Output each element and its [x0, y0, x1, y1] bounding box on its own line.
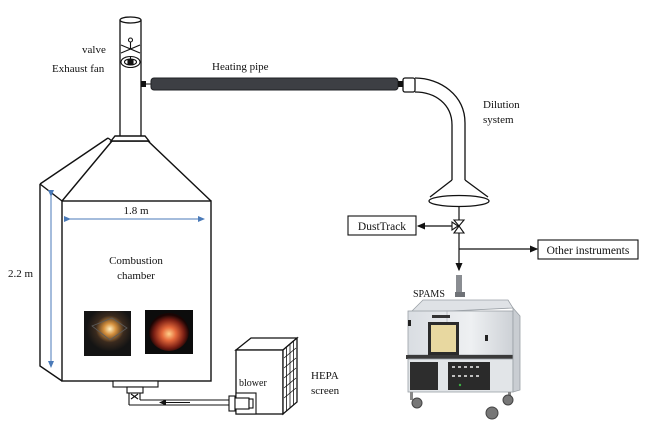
chamber-inlet — [112, 380, 230, 406]
width-dimension-label: 1.8 m — [123, 205, 149, 217]
chamber-label-line1: Combustion — [109, 255, 163, 267]
exhaust-fan-label: Exhaust fan — [52, 63, 105, 75]
height-dimension-label: 2.2 m — [8, 268, 34, 280]
spams-label: SPAMS — [413, 289, 445, 300]
heating-pipe — [141, 77, 403, 91]
dusttrack-label: DustTrack — [358, 221, 406, 233]
dilution-label-line1: Dilution — [483, 99, 520, 111]
split-valve-icon — [451, 219, 466, 234]
valve-icon — [120, 37, 141, 54]
sample-line — [416, 206, 539, 272]
other-instruments-label: Other instruments — [547, 245, 630, 257]
hepa-screen-grid — [283, 341, 297, 411]
combustion-photo-1 — [84, 311, 131, 356]
dilution-system — [402, 77, 490, 208]
blower-label: blower — [239, 378, 267, 389]
hepa-label-line1: HEPA — [311, 370, 339, 382]
dusttrack-box: DustTrack — [347, 215, 417, 236]
heating-pipe-label: Heating pipe — [212, 61, 269, 73]
hepa-label-line2: screen — [311, 385, 340, 397]
combustion-photo-2 — [145, 310, 193, 354]
blower-outlet — [228, 392, 257, 415]
valve-label: valve — [82, 44, 106, 56]
dilution-label-line2: system — [483, 114, 514, 126]
spams-instrument — [406, 275, 521, 420]
exhaust-stack — [119, 16, 142, 140]
chamber-label-line2: chamber — [117, 270, 155, 282]
exhaust-fan-icon — [120, 55, 141, 69]
other-instruments-box: Other instruments — [537, 239, 639, 260]
